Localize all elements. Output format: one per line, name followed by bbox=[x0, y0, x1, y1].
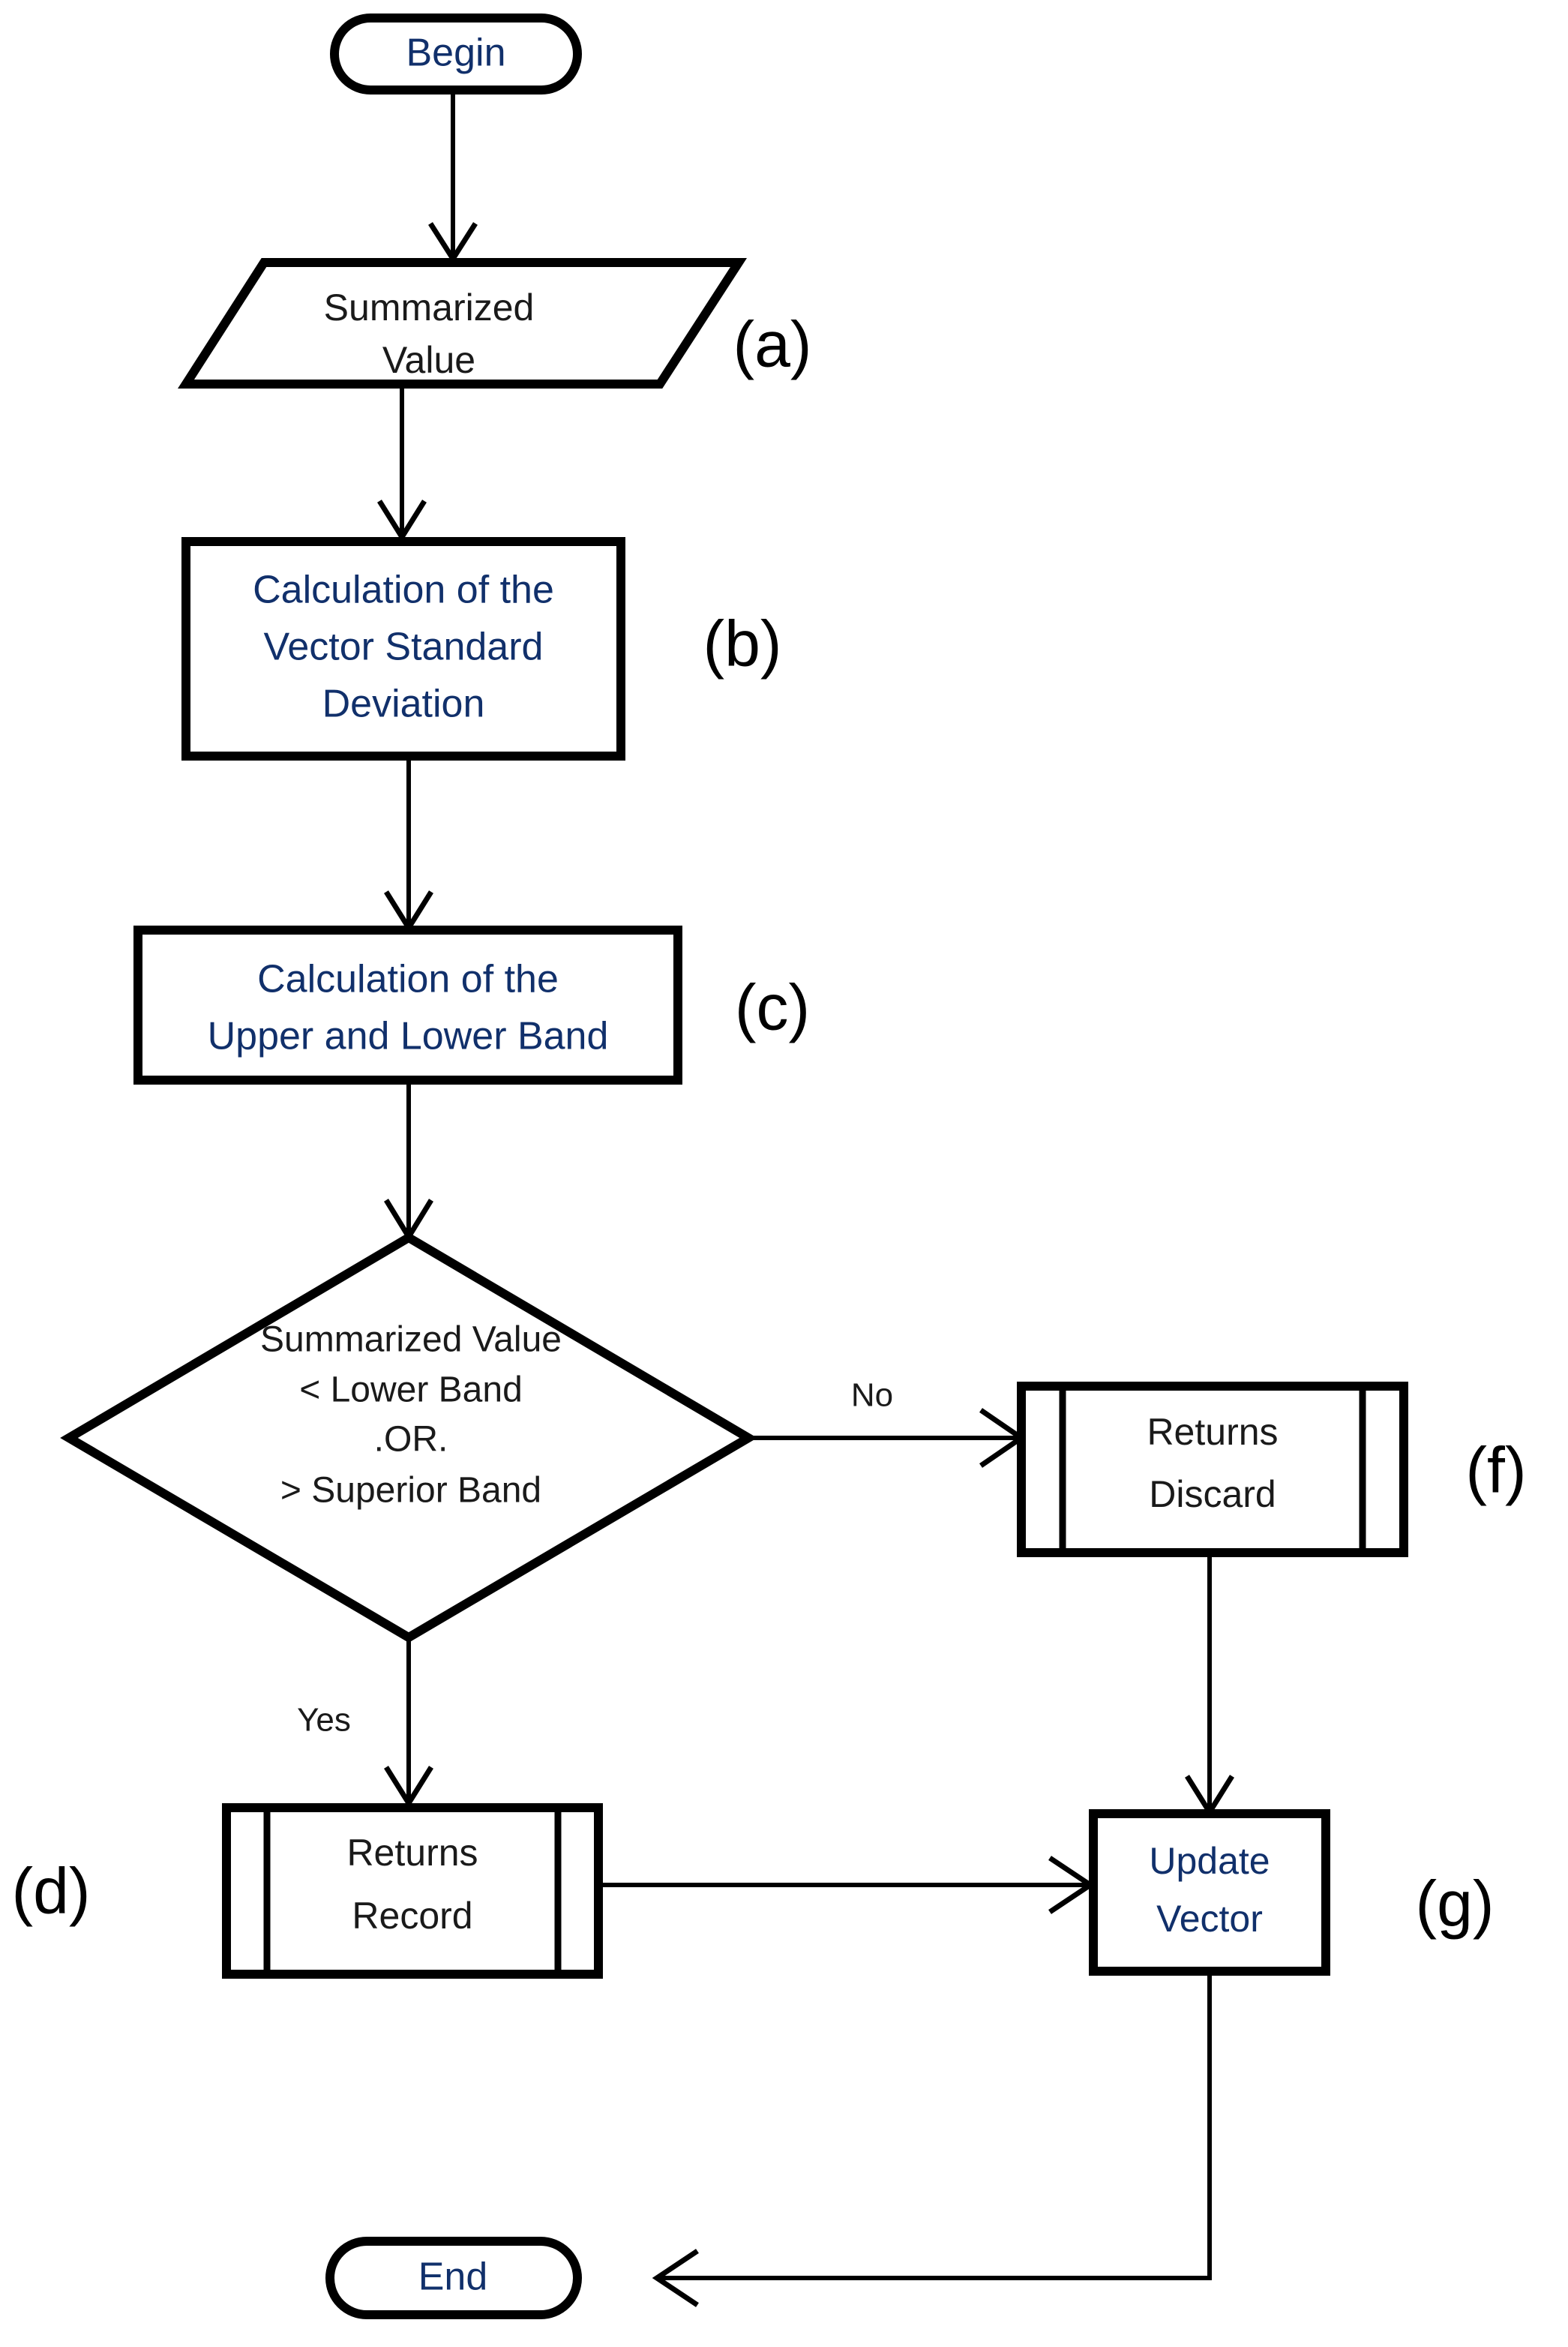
connector-calcbands-to-decision bbox=[384, 1082, 433, 1242]
node-end[interactable]: End bbox=[325, 2237, 582, 2319]
node-summarized-value[interactable]: Summarized Value bbox=[178, 258, 748, 389]
returns-discard-shape bbox=[1017, 1382, 1408, 1557]
returns-discard-label-line2: Discard bbox=[1149, 1473, 1276, 1515]
decision-label-line1: Summarized Value bbox=[260, 1320, 562, 1360]
end-label: End bbox=[418, 2255, 488, 2299]
connector-discard-to-update bbox=[1185, 1554, 1234, 1817]
calc-std-dev-label-line2: Vector Standard bbox=[264, 626, 544, 669]
edge-label-yes: Yes bbox=[297, 1702, 351, 1739]
node-returns-discard[interactable]: Returns Discard bbox=[1017, 1382, 1408, 1557]
tag-c: (c) bbox=[735, 972, 810, 1044]
begin-shape bbox=[330, 14, 582, 95]
summarized-value-shape bbox=[178, 258, 748, 389]
calc-bands-label-line2: Upper and Lower Band bbox=[208, 1015, 609, 1058]
connector-record-to-update bbox=[600, 1856, 1096, 1914]
edge-label-no: No bbox=[851, 1377, 893, 1414]
connector-calcstd-to-calcbands bbox=[384, 759, 433, 933]
end-shape bbox=[325, 2237, 582, 2319]
connector-decision-no-to-discard bbox=[750, 1408, 1027, 1468]
returns-discard-label-line1: Returns bbox=[1147, 1411, 1278, 1453]
returns-record-label-line2: Record bbox=[352, 1895, 472, 1937]
calc-std-dev-label-line1: Calculation of the bbox=[253, 569, 554, 612]
tag-b: (b) bbox=[703, 608, 781, 680]
node-update-vector[interactable]: Update Vector bbox=[1089, 1809, 1330, 1976]
returns-record-shape bbox=[222, 1803, 603, 1979]
node-begin[interactable]: Begin bbox=[330, 14, 582, 95]
tag-d: (d) bbox=[11, 1856, 90, 1928]
summarized-value-label-line1: Summarized bbox=[324, 287, 535, 329]
decision-label-line2: < Lower Band bbox=[299, 1370, 523, 1410]
summarized-value-label-line2: Value bbox=[382, 339, 475, 381]
tag-f: (f) bbox=[1465, 1435, 1526, 1507]
update-vector-shape bbox=[1089, 1809, 1330, 1976]
connector-update-to-end bbox=[652, 1971, 1212, 2307]
tag-a: (a) bbox=[733, 309, 811, 381]
node-decision[interactable]: Summarized Value < Lower Band .OR. > Sup… bbox=[60, 1232, 757, 1643]
decision-label-line3: .OR. bbox=[374, 1420, 448, 1460]
update-vector-label-line2: Vector bbox=[1156, 1898, 1263, 1940]
node-returns-record[interactable]: Returns Record bbox=[222, 1803, 603, 1979]
calc-std-dev-label-line3: Deviation bbox=[322, 683, 485, 726]
calc-std-dev-shape bbox=[181, 537, 625, 761]
connector-begin-to-summarized bbox=[428, 92, 478, 264]
node-calc-std-dev[interactable]: Calculation of the Vector Standard Devia… bbox=[181, 537, 625, 761]
begin-label: Begin bbox=[406, 32, 506, 75]
returns-record-label-line1: Returns bbox=[346, 1832, 478, 1874]
connector-summarized-to-calcstd bbox=[377, 386, 427, 542]
update-vector-label-line1: Update bbox=[1149, 1840, 1270, 1882]
decision-shape bbox=[60, 1232, 757, 1643]
calc-bands-shape bbox=[133, 926, 682, 1085]
node-calc-bands[interactable]: Calculation of the Upper and Lower Band bbox=[133, 926, 682, 1085]
connector-decision-yes-to-record bbox=[384, 1639, 433, 1808]
tag-g: (g) bbox=[1415, 1868, 1494, 1940]
decision-label-line4: > Superior Band bbox=[280, 1471, 541, 1511]
calc-bands-label-line1: Calculation of the bbox=[257, 958, 559, 1001]
